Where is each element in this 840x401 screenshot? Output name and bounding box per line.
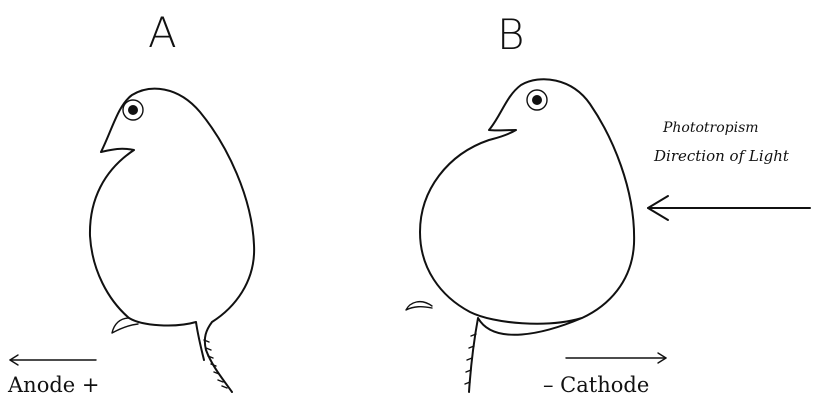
- direction-of-light-label: Direction of Light: [653, 147, 790, 165]
- organism-a-body-outline: [90, 89, 254, 392]
- anode-label: Anode +: [7, 373, 99, 397]
- cathode-label: – Cathode: [543, 373, 649, 397]
- organism-b-eye: [532, 95, 542, 105]
- phototropism-label: Phototropism: [662, 120, 759, 136]
- organism-a-eye: [128, 105, 138, 115]
- organism-a: [90, 89, 254, 392]
- panel-label-a: A: [148, 8, 177, 57]
- organism-b-antenna: [406, 302, 432, 310]
- panel-label-b: B: [497, 10, 525, 59]
- organism-b: [406, 79, 634, 392]
- cathode-arrow: [566, 353, 666, 363]
- organism-b-body-outline: [420, 79, 634, 392]
- light-arrow: [648, 196, 810, 220]
- anode-arrow: [10, 355, 96, 365]
